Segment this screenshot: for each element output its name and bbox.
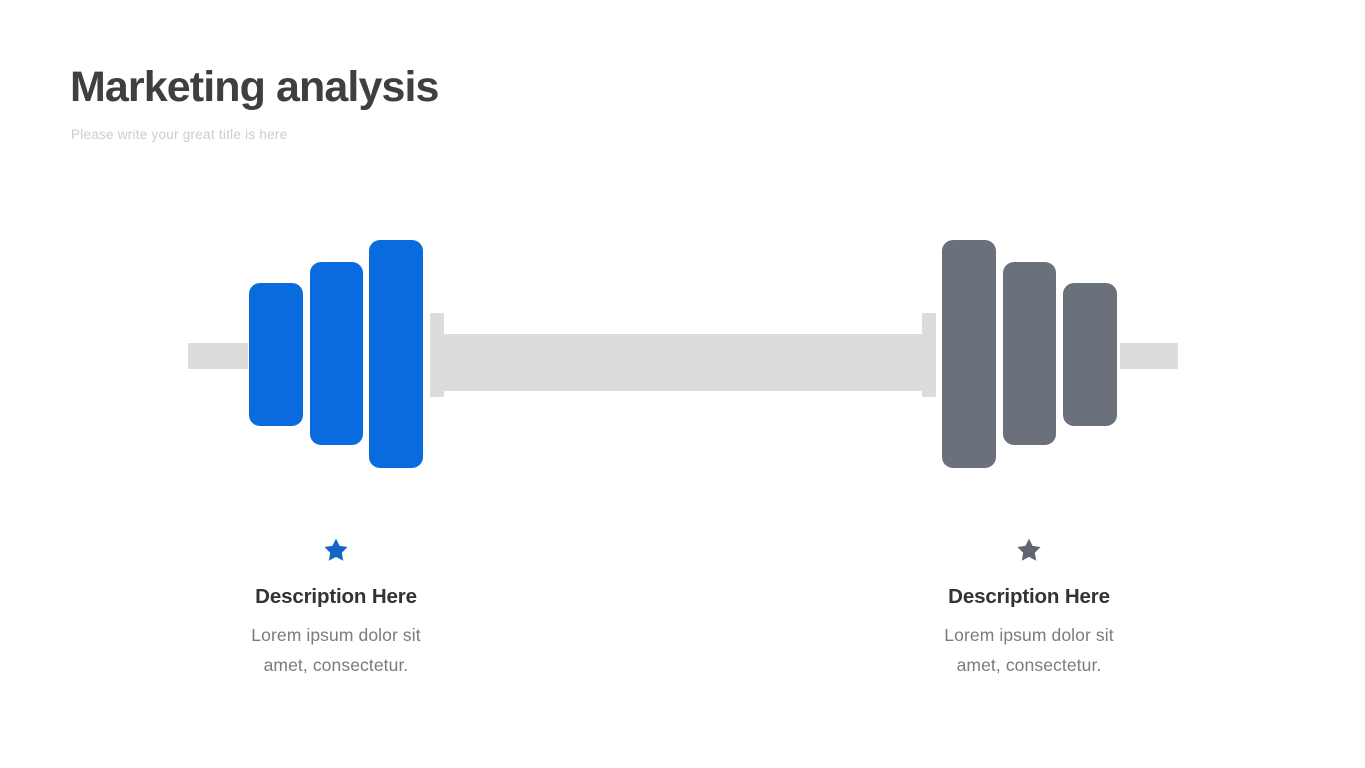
star-icon	[324, 538, 348, 561]
weight-plate-gray-large	[942, 240, 996, 468]
description-block-left: Description Here Lorem ipsum dolor sit a…	[186, 538, 486, 680]
description-block-right: Description Here Lorem ipsum dolor sit a…	[879, 538, 1179, 680]
star-icon	[1017, 538, 1041, 561]
description-heading: Description Here	[948, 585, 1110, 608]
description-body: Lorem ipsum dolor sit amet, consectetur.	[251, 625, 421, 676]
weight-plate-gray-small	[1063, 283, 1117, 426]
weight-plate-blue-medium	[310, 262, 363, 445]
weight-plate-gray-medium	[1003, 262, 1056, 445]
weight-plate-blue-large	[369, 240, 423, 468]
bar-collar-right	[922, 313, 936, 397]
weight-plate-blue-small	[249, 283, 303, 426]
bar-collar-left	[430, 313, 444, 397]
page-subtitle: Please write your great title is here	[71, 127, 288, 142]
dumbbell-bar	[444, 334, 922, 391]
description-body: Lorem ipsum dolor sit amet, consectetur.	[944, 625, 1114, 676]
bar-endcap-right	[1120, 343, 1178, 369]
description-heading: Description Here	[255, 585, 417, 608]
page-title: Marketing analysis	[70, 63, 439, 111]
bar-endcap-left	[188, 343, 248, 369]
